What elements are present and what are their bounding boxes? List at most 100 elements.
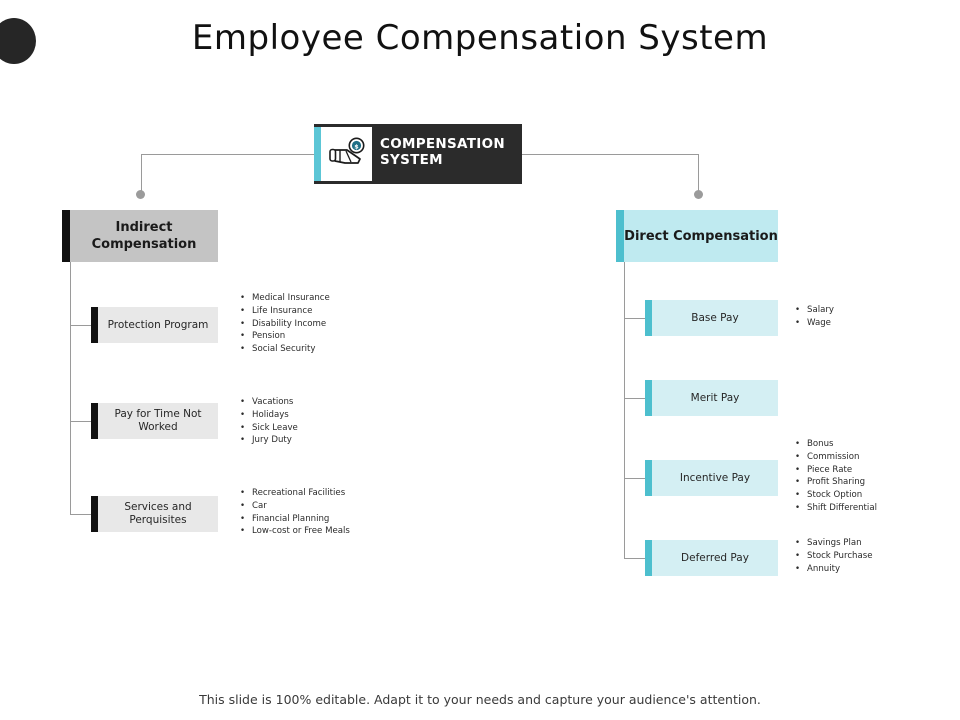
sub-box-deferred-pay[interactable]: Deferred Pay bbox=[645, 540, 778, 576]
bullet-point-icon: • bbox=[240, 293, 246, 303]
bullet-item-label: Savings Plan bbox=[807, 538, 862, 548]
connector-stub-indirect-3 bbox=[70, 514, 91, 515]
connector-stub-indirect-2 bbox=[70, 421, 91, 422]
sub-box-accent-bar bbox=[645, 540, 652, 576]
bullet-point-icon: • bbox=[240, 435, 246, 446]
bullet-item: •Profit Sharing bbox=[795, 476, 877, 489]
bullet-item: • Disability Income bbox=[240, 318, 330, 331]
connector-stub-direct-1 bbox=[624, 318, 645, 319]
bullet-item-label: Salary bbox=[807, 305, 834, 315]
bullet-item: •Life Insurance bbox=[240, 305, 330, 318]
bullet-point-icon: • bbox=[795, 464, 801, 475]
connector-root-horizontal-right bbox=[521, 154, 699, 155]
bullet-point-icon: • bbox=[795, 451, 801, 462]
branch-indirect-accent-bar bbox=[62, 210, 70, 262]
sub-box-base-pay[interactable]: Base Pay bbox=[645, 300, 778, 336]
money-in-hand-icon: $ bbox=[321, 127, 372, 181]
bullet-point-icon: • bbox=[240, 318, 246, 329]
bullet-point-icon: • bbox=[795, 477, 801, 488]
sub-box-pay-for-time-not-worked[interactable]: Pay for Time Not Worked bbox=[91, 403, 218, 439]
sub-box-accent-bar bbox=[645, 460, 652, 496]
sub-box-accent-bar bbox=[91, 307, 98, 343]
connector-dot-left bbox=[136, 190, 145, 199]
bullet-point-icon: • bbox=[240, 500, 246, 511]
branch-direct-accent-bar bbox=[616, 210, 624, 262]
connector-root-horizontal-left bbox=[141, 154, 316, 155]
branch-header-indirect-compensation[interactable]: Indirect Compensation bbox=[62, 210, 218, 262]
bullet-item-label: Stock Option bbox=[807, 490, 863, 501]
bullet-list-incentive-pay: •Bonus•Commission•Piece Rate•Profit Shar… bbox=[795, 438, 877, 515]
center-node-compensation-system[interactable]: $ COMPENSATION SYSTEM bbox=[314, 124, 522, 184]
connector-dot-right bbox=[694, 190, 703, 199]
sub-box-label: Base Pay bbox=[691, 311, 739, 324]
bullet-item: • Vacations bbox=[240, 396, 298, 409]
bullet-item: •Shift Differential bbox=[795, 502, 877, 515]
bullet-item: •Financial Planning bbox=[240, 513, 350, 526]
sub-box-merit-pay[interactable]: Merit Pay bbox=[645, 380, 778, 416]
svg-text:$: $ bbox=[354, 143, 359, 151]
bullet-item: •Bonus bbox=[795, 438, 877, 451]
bullet-item: • Car bbox=[240, 500, 350, 513]
sub-box-incentive-pay[interactable]: Incentive Pay bbox=[645, 460, 778, 496]
sub-box-label: Incentive Pay bbox=[679, 471, 751, 484]
branch-indirect-label: Indirect Compensation bbox=[91, 220, 197, 252]
bullet-point-icon: • bbox=[240, 397, 246, 407]
bullet-item: • Stock Option bbox=[795, 489, 877, 502]
bullet-point-icon: • bbox=[240, 409, 246, 420]
bullet-item-label: Commission bbox=[807, 451, 860, 462]
sub-box-label: Services and Perquisites bbox=[124, 501, 192, 526]
bullet-item-label: Pension bbox=[252, 331, 286, 342]
connector-stub-direct-4 bbox=[624, 558, 645, 559]
bullet-item-label: Holidays bbox=[252, 409, 289, 420]
bullet-point-icon: • bbox=[240, 526, 246, 537]
bullet-item: • Savings Plan bbox=[795, 537, 873, 550]
sub-box-accent-bar bbox=[91, 496, 98, 532]
bullet-list-services-and-perquisites: • Recreational Facilities • Car •Financial P… bbox=[240, 487, 350, 538]
bullet-list-base-pay: •Salary•Wage bbox=[795, 304, 834, 330]
page-title: Employee Compensation System bbox=[191, 18, 769, 58]
connector-stub-direct-3 bbox=[624, 478, 645, 479]
bullet-point-icon: • bbox=[795, 317, 801, 328]
bullet-point-icon: • bbox=[795, 563, 801, 574]
bullet-item-label: Annuity bbox=[807, 563, 841, 574]
bullet-item-label: Piece Rate bbox=[807, 464, 853, 475]
branch-direct-label: Direct Compensation bbox=[624, 228, 778, 244]
bullet-item: •Jury Duty bbox=[240, 434, 298, 447]
bullet-item: • Commission bbox=[795, 451, 877, 464]
bullet-item: • Medical Insurance bbox=[240, 292, 330, 305]
bullet-point-icon: • bbox=[240, 488, 246, 498]
branch-header-direct-compensation[interactable]: Direct Compensation bbox=[616, 210, 778, 262]
bullet-item-label: Medical Insurance bbox=[252, 293, 330, 303]
sub-box-label: Pay for Time Not Worked bbox=[114, 408, 202, 433]
bullet-item-label: Vacations bbox=[252, 397, 294, 407]
sub-box-label: Protection Program bbox=[107, 318, 209, 331]
sub-box-label: Merit Pay bbox=[690, 391, 740, 404]
bullet-item: • Salary bbox=[795, 304, 834, 317]
bullet-item-label: Disability Income bbox=[252, 318, 327, 329]
bullet-item: •Stock Purchase bbox=[795, 550, 873, 563]
bullet-point-icon: • bbox=[795, 502, 801, 513]
bullet-item: • Sick Leave bbox=[240, 422, 298, 435]
bullet-item-label: Low-cost or Free Meals bbox=[252, 526, 350, 537]
bullet-item-label: Bonus bbox=[807, 439, 834, 449]
bullet-item: • Annuity bbox=[795, 563, 873, 576]
center-node-accent-bar bbox=[314, 127, 321, 181]
bullet-point-icon: • bbox=[795, 305, 801, 315]
bullet-point-icon: • bbox=[795, 538, 801, 548]
bullet-item-label: Car bbox=[252, 500, 267, 511]
bullet-point-icon: • bbox=[240, 344, 246, 355]
bullet-list-deferred-pay: •Savings Plan•Stock Purchase•Annuity bbox=[795, 537, 873, 575]
bullet-item: • Piece Rate bbox=[795, 464, 877, 477]
bullet-item: • Holidays bbox=[240, 409, 298, 422]
sub-box-protection-program[interactable]: Protection Program bbox=[91, 307, 218, 343]
sub-box-services-and-perquisites[interactable]: Services and Perquisites bbox=[91, 496, 218, 532]
bullet-point-icon: • bbox=[795, 490, 801, 501]
bullet-item-label: Life Insurance bbox=[252, 305, 313, 316]
sub-box-label: Deferred Pay bbox=[681, 551, 749, 564]
bullet-point-icon: • bbox=[240, 422, 246, 433]
sub-box-accent-bar bbox=[91, 403, 98, 439]
bullet-point-icon: • bbox=[240, 331, 246, 342]
bullet-list-protection-program: •Medical Insurance•Life Insurance•Disabi… bbox=[240, 292, 330, 356]
bullet-item-label: Recreational Facilities bbox=[252, 488, 346, 498]
bullet-item-label: Sick Leave bbox=[252, 422, 298, 433]
